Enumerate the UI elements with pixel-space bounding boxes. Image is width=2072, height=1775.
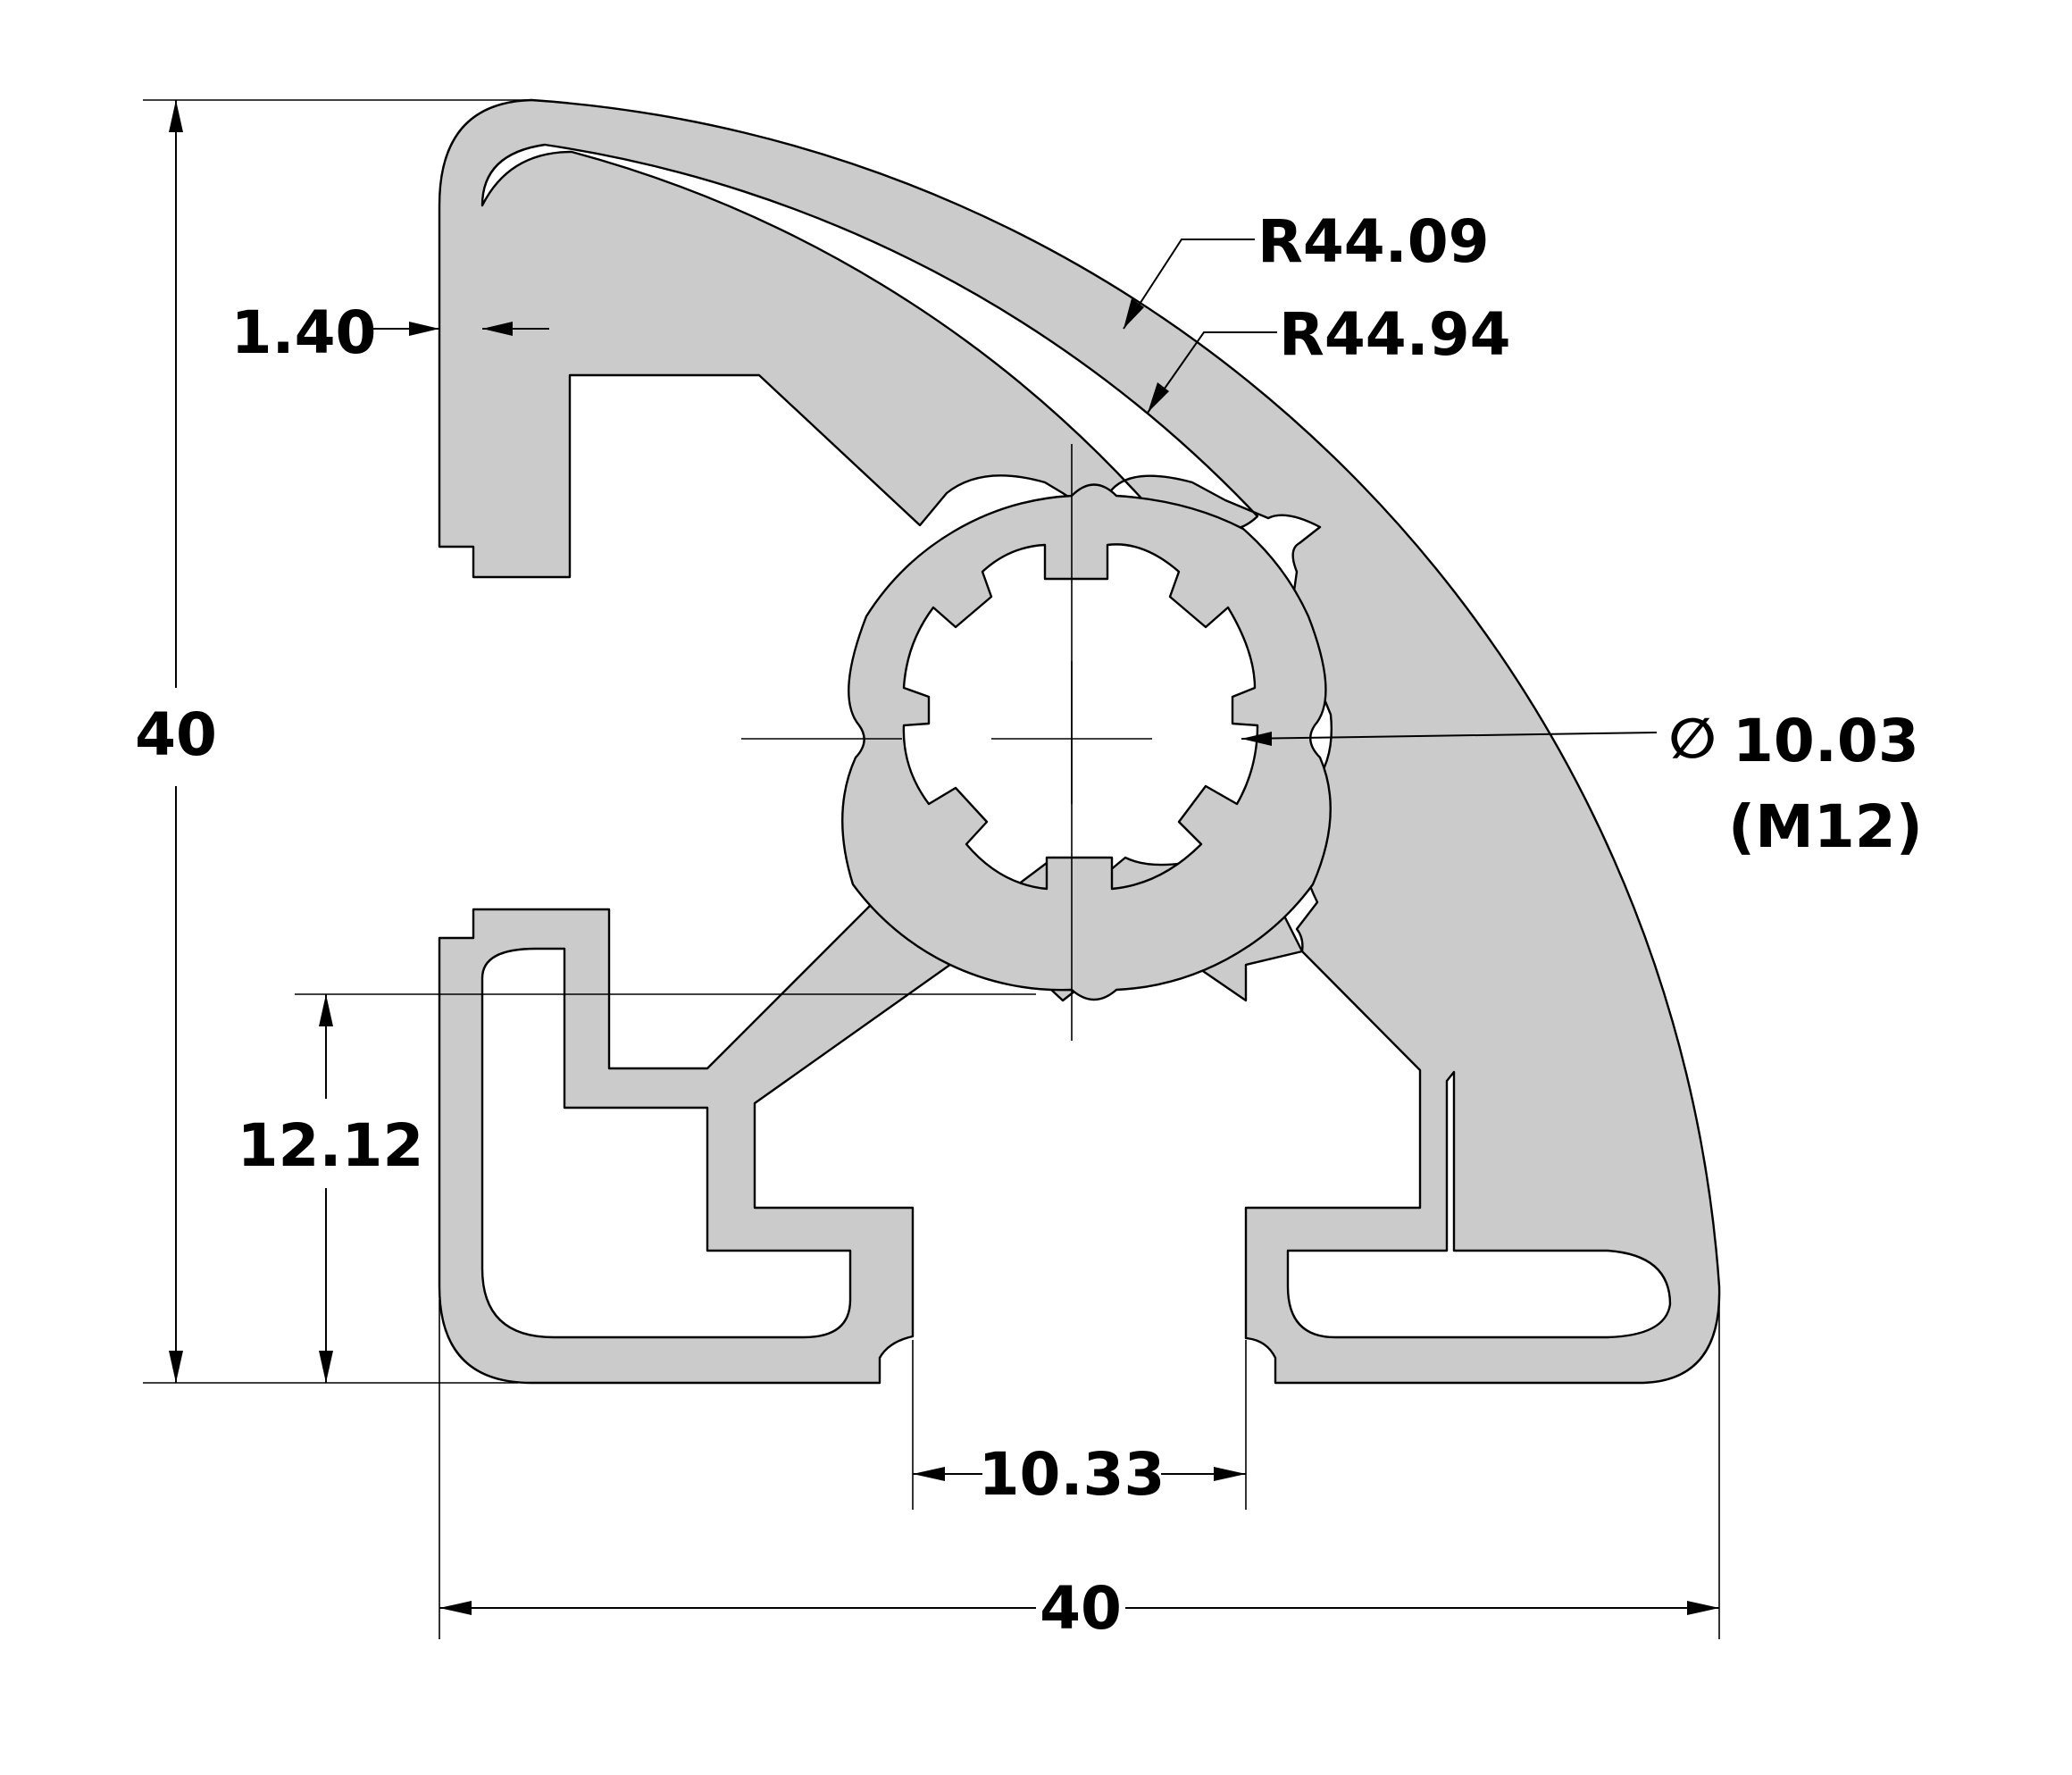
slot-width-value: 10.33 [979,1440,1166,1509]
bore-thread-value: (M12) [1728,792,1923,861]
height-dimension: 40 [135,99,527,1384]
height-value: 40 [135,700,217,769]
bore-dimension: ∅ 10.03 (M12) [1241,706,1923,861]
diameter-symbol: ∅ [1668,706,1716,771]
wall-thickness-dimension: 1.40 [231,298,549,367]
slot-width-dimension: 10.33 [912,1340,1247,1510]
outer-radius-value: R44.09 [1257,207,1490,276]
slot-offset-dimension: 12.12 [238,993,1036,1383]
wall-thickness-value: 1.40 [231,298,377,367]
width-value: 40 [1040,1574,1122,1643]
width-dimension: 40 [439,1286,1720,1643]
profile-body [438,98,1721,1385]
centerlines [741,444,1152,1041]
inner-radius-value: R44.94 [1279,300,1511,369]
bore-diameter-value: 10.03 [1733,707,1919,775]
slot-offset-value: 12.12 [238,1111,424,1180]
radius-dimensions: R44.09 R44.94 [1123,207,1511,414]
